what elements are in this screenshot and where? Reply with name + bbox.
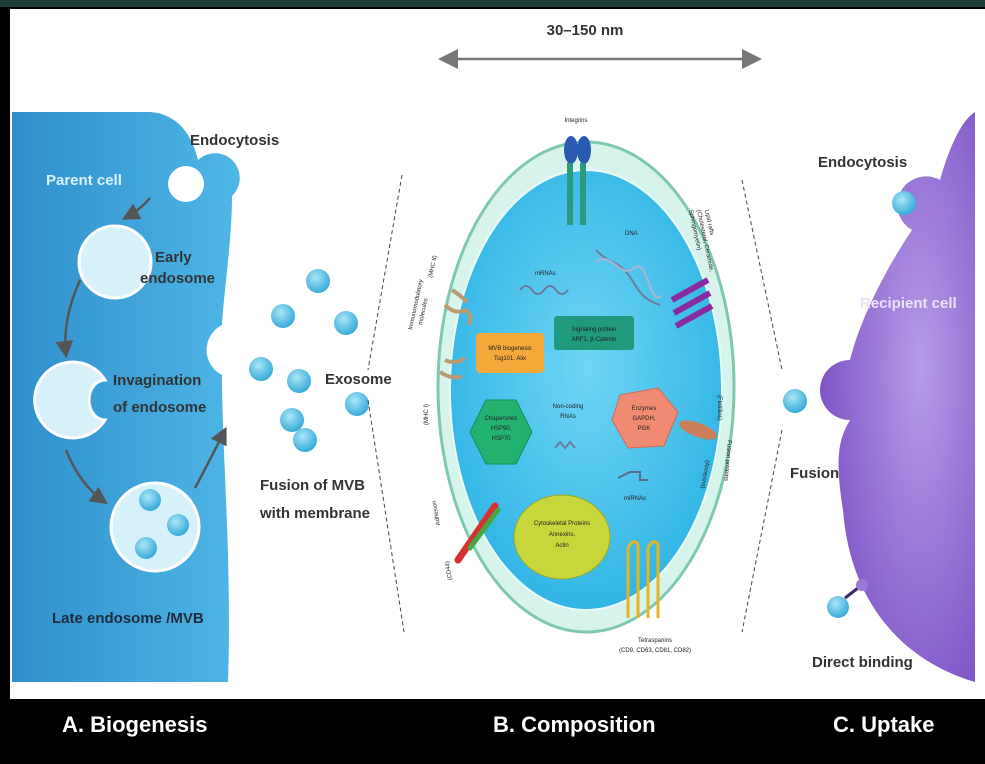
zoom-line-right-top	[742, 180, 782, 370]
exosome-vesicle	[271, 304, 295, 328]
mvb-biogenesis-box	[476, 333, 544, 373]
mhc-i-label: (MHC I)	[424, 404, 430, 425]
cytoskeletal-sub-2: Actin	[555, 543, 568, 549]
early-endosome-label: Early	[155, 249, 192, 266]
invagination-label: Invagination	[113, 372, 201, 389]
cytoskeletal-sub-1: Annexins,	[549, 532, 576, 538]
endocytosis-label-c: Endocytosis	[818, 154, 907, 171]
fusion-mvb-label-2: with membrane	[259, 505, 370, 522]
section-title-biogenesis: A. Biogenesis	[62, 712, 207, 738]
early-endosome-label-2: endosome	[140, 270, 215, 287]
signaling-protein-label: Signaling protein	[572, 327, 617, 333]
binding-vesicle	[827, 596, 849, 618]
exosome-vesicle	[306, 269, 330, 293]
noncoding-rna-label: Non-coding	[553, 404, 584, 410]
cd44-label: (CD44)	[445, 561, 454, 581]
early-endosome	[79, 226, 151, 298]
late-endosome-label: Late endosome /MVB	[52, 610, 204, 627]
integrins-label: Integrins	[564, 118, 587, 124]
exosome-vesicle	[287, 369, 311, 393]
noncoding-rna-sub: RNAs	[560, 414, 576, 420]
section-title-composition: B. Composition	[493, 712, 656, 738]
chaperones-sub-2: HSP70	[491, 436, 511, 442]
mrnas-label: mRNAs	[535, 271, 556, 277]
intraluminal-vesicle	[135, 537, 157, 559]
zoom-line-right-bottom	[742, 430, 782, 632]
signaling-protein-box	[554, 316, 634, 350]
chaperones-sub-1: HSP90,	[491, 426, 512, 432]
enzymes-label: Enzymes	[632, 406, 657, 412]
exosome-vesicle	[280, 408, 304, 432]
section-title-uptake: C. Uptake	[833, 712, 934, 738]
cytoskeletal-label: Cytoskeletal Proteins	[534, 521, 590, 527]
fusion-label: Fusion	[790, 465, 839, 482]
endocytosis-label-a: Endocytosis	[190, 132, 279, 149]
parent-cell-label: Parent cell	[46, 172, 122, 189]
dna-label: DNA	[625, 231, 638, 237]
enzymes-sub-1: GAPDH,	[632, 416, 655, 422]
signaling-protein-sub: ARF1, β-Catenin	[572, 337, 617, 343]
intraluminal-vesicle	[167, 514, 189, 536]
zoom-line-left-bottom	[368, 400, 404, 632]
exosome-label: Exosome	[325, 371, 392, 388]
intraluminal-vesicle	[139, 489, 161, 511]
exosome-vesicle	[345, 392, 369, 416]
direct-binding-label: Direct binding	[812, 654, 913, 671]
exosome-vesicle	[293, 428, 317, 452]
flotillins-label: (Flotillins)	[716, 395, 722, 421]
exosome-vesicle	[334, 311, 358, 335]
tetraspanins-sub: (CD9, CD63, CD81, CD82)	[619, 648, 691, 654]
endocytosed-vesicle	[892, 191, 916, 215]
mvb-biogenesis-label: MVB biogenesis	[488, 346, 531, 352]
adhesion-label: Adhesion	[432, 500, 442, 526]
mvb-biogenesis-sub: Tsg101, Alix	[494, 356, 526, 362]
enzymes-sub-2: PGK	[638, 426, 651, 432]
chaperones-label: Chaperones	[485, 416, 518, 422]
fusing-vesicle	[783, 389, 807, 413]
invagination-label-2: of endosome	[113, 399, 206, 416]
receptor-knob	[856, 579, 868, 591]
ligand-link	[845, 588, 858, 598]
exosome-vesicle	[249, 357, 273, 381]
tetraspanins-label: Tetraspanins	[638, 638, 672, 644]
recipient-cell-label: Recipient cell	[860, 295, 957, 312]
mirnas-label: miRNAs	[624, 496, 646, 502]
fusion-mvb-label: Fusion of MVB	[260, 477, 365, 494]
mhc-ii-label: (MHC II)	[428, 255, 439, 278]
zoom-line-left-top	[368, 175, 402, 370]
endocytosis-pit	[168, 166, 204, 202]
scale-bar-label: 30–150 nm	[547, 22, 624, 39]
